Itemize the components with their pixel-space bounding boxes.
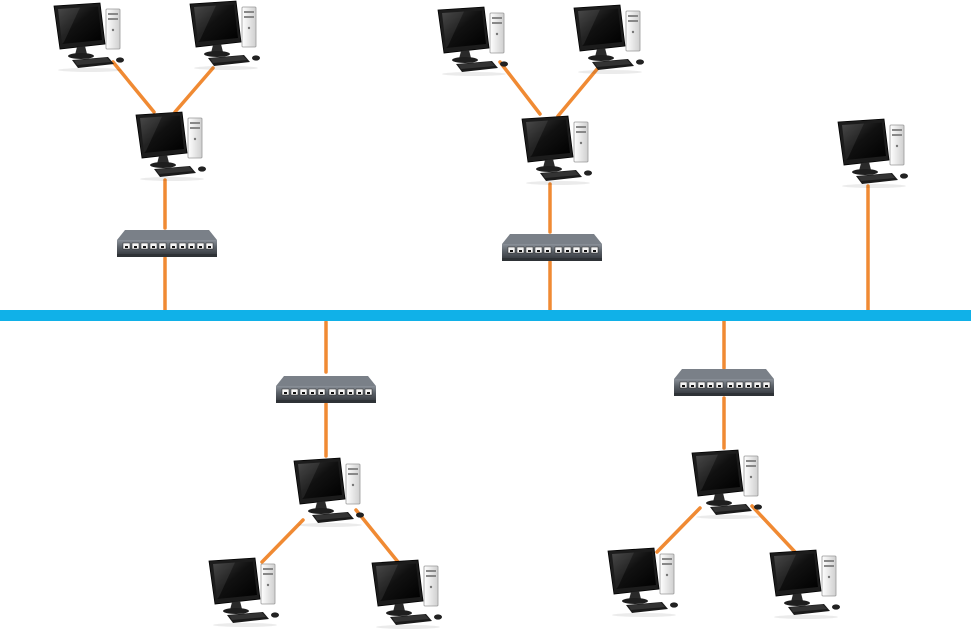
- backbone-bus: [0, 310, 971, 321]
- network-switch-icon: [276, 376, 376, 404]
- computer-icon: [521, 115, 593, 186]
- network-links: [111, 60, 870, 564]
- computer-icon: [837, 118, 909, 188]
- link-pc-a2-hub: [173, 66, 215, 114]
- link-hub-d-pc-d2: [354, 508, 400, 564]
- link-hub-e-pc-e2: [750, 504, 797, 554]
- computer-icon: [437, 6, 509, 76]
- network-switch-icon: [502, 234, 602, 262]
- computer-icon: [293, 457, 365, 528]
- computer-icon: [691, 449, 763, 520]
- computer-icon: [607, 547, 679, 618]
- computer-icon: [135, 111, 207, 182]
- computer-icon: [573, 4, 645, 74]
- link-hub-e-pc-e1: [655, 506, 702, 554]
- link-pc-b2-hub: [556, 66, 600, 118]
- network-switch-icon: [117, 230, 217, 258]
- link-hub-d-pc-d1: [260, 518, 305, 564]
- computer-icon: [371, 559, 443, 630]
- computer-icon: [769, 549, 841, 620]
- computer-icon: [189, 0, 261, 70]
- link-pc-b1-hub: [498, 60, 542, 116]
- computer-icon: [208, 557, 280, 628]
- network-switch-icon: [674, 369, 774, 397]
